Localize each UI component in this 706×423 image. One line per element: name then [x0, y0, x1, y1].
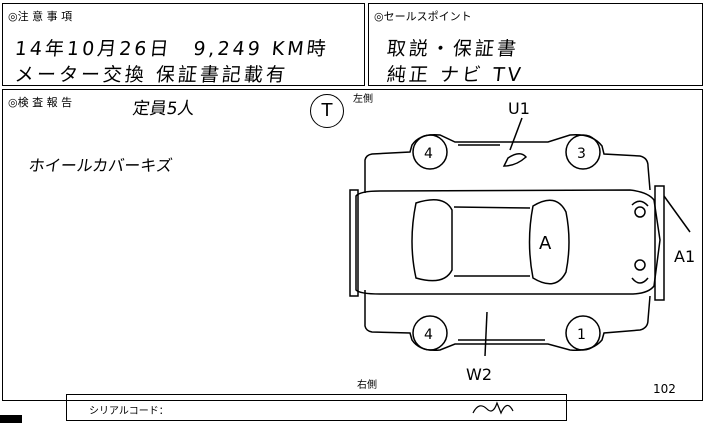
damage-line-a1: [663, 195, 691, 233]
notes-header: ◎注 意 事 項: [8, 10, 73, 23]
front-light-bottom: [631, 277, 649, 284]
windshield: [528, 199, 570, 285]
serial-label: シリアルコード：: [89, 406, 169, 417]
damage-mark-u1: [502, 153, 528, 167]
wheel-rear-right: [565, 315, 601, 351]
inspection-header: ◎検 査 報 告: [8, 96, 73, 109]
car-top-body: [355, 189, 661, 295]
selling-points-panel: ◎セールスポイント 取説・保証書 純正 ナビ TV: [368, 3, 703, 86]
wheel-front-left-number: 4: [424, 146, 433, 162]
damage-code-a1: A1: [674, 247, 695, 266]
transmission-letter: T: [321, 100, 333, 121]
left-edge-mark: [0, 415, 22, 423]
damage-line-u1: [509, 117, 523, 151]
transmission-indicator: T: [310, 94, 344, 128]
right-side-outline: [364, 290, 651, 352]
wheel-front-right-number: 4: [424, 327, 433, 343]
windshield-damage-code: A: [539, 233, 552, 254]
wheel-rear-left: [565, 134, 601, 170]
rear-bumper: [349, 189, 359, 297]
wheel-rear-right-number: 1: [577, 327, 586, 343]
front-bumper: [654, 185, 665, 301]
left-side-label: 左側: [353, 94, 373, 105]
front-light-top: [631, 200, 649, 207]
damage-line-w2: [484, 311, 488, 357]
damage-code-u1: U1: [508, 99, 530, 118]
serial-bar: シリアルコード：: [66, 394, 567, 421]
inspector-signature: [472, 401, 514, 415]
page-number: 102: [653, 382, 676, 396]
notes-panel: ◎注 意 事 項 14年10月26日 9,249 KM時 メーター交換 保証書記…: [2, 3, 365, 86]
wheel-rear-left-number: 3: [577, 146, 586, 162]
rear-window: [411, 199, 453, 282]
right-side-label: 右側: [357, 380, 377, 391]
selling-points-header: ◎セールスポイント: [374, 10, 472, 23]
inspection-panel: ◎検 査 報 告 定員5人 ホイールカバーキズ 左側 右側 102: [2, 89, 703, 401]
wheel-front-right: [412, 315, 448, 351]
roof-line-top: [453, 206, 531, 209]
front-lamp-bottom: [634, 259, 646, 271]
front-lamp-top: [634, 206, 646, 218]
left-side-outline: [364, 133, 651, 193]
damage-code-w2: W2: [466, 365, 492, 384]
wheel-front-left: [412, 134, 448, 170]
